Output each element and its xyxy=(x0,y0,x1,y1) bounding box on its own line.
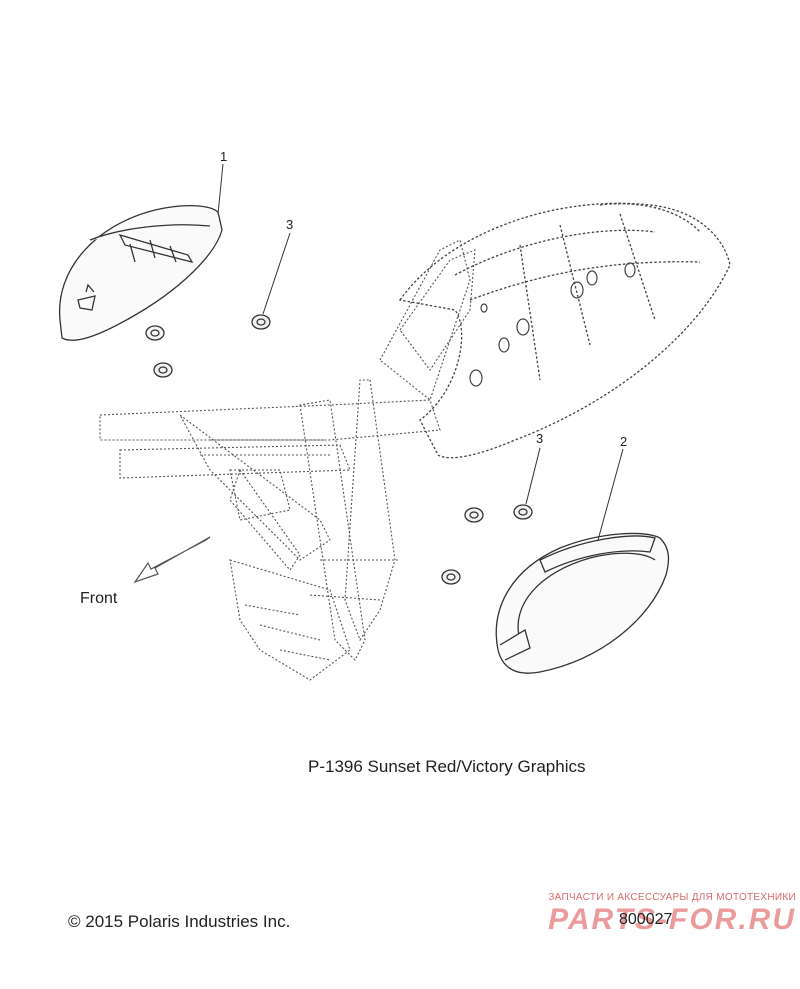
callout-part3-upper: 3 xyxy=(286,217,293,232)
leader-part3-upper xyxy=(262,232,291,315)
watermark-logo: PARTS-FOR.RU xyxy=(548,903,796,936)
graphics-caption: P-1396 Sunset Red/Victory Graphics xyxy=(308,757,586,776)
motorcycle-frame xyxy=(99,239,476,681)
drawing-number: 800027 xyxy=(619,911,673,928)
front-direction-arrow-icon xyxy=(133,536,211,584)
part1-left-side-cover xyxy=(58,204,223,341)
grommet-lower-1 xyxy=(513,504,533,520)
watermark: ЗАПЧАСТИ И АКСЕССУАРЫ ДЛЯ МОТОТЕХНИКИ PA… xyxy=(486,892,796,937)
leader-part1 xyxy=(217,163,224,215)
fender-mount-holes xyxy=(469,262,636,387)
copyright-notice: © 2015 Polaris Industries Inc. xyxy=(68,912,291,931)
front-label: Front xyxy=(80,590,118,607)
watermark-tagline: ЗАПЧАСТИ И АКСЕССУАРЫ ДЛЯ МОТОТЕХНИКИ xyxy=(548,892,796,903)
callout-part3-lower: 3 xyxy=(536,431,543,446)
callout-part2: 2 xyxy=(620,434,627,449)
grommet-upper-3 xyxy=(153,362,173,378)
grommet-upper-2 xyxy=(145,325,165,341)
part3-grommets xyxy=(145,314,533,585)
callout-part1: 1 xyxy=(220,149,227,164)
rear-fender xyxy=(398,202,731,459)
part2-right-side-cover xyxy=(495,532,670,674)
grommet-upper-1 xyxy=(251,314,271,330)
leader-part3-lower xyxy=(525,447,541,505)
grommet-lower-3 xyxy=(441,569,461,585)
callout-leaders xyxy=(217,163,624,541)
leader-part2 xyxy=(597,448,624,541)
grommet-lower-2 xyxy=(464,507,484,523)
